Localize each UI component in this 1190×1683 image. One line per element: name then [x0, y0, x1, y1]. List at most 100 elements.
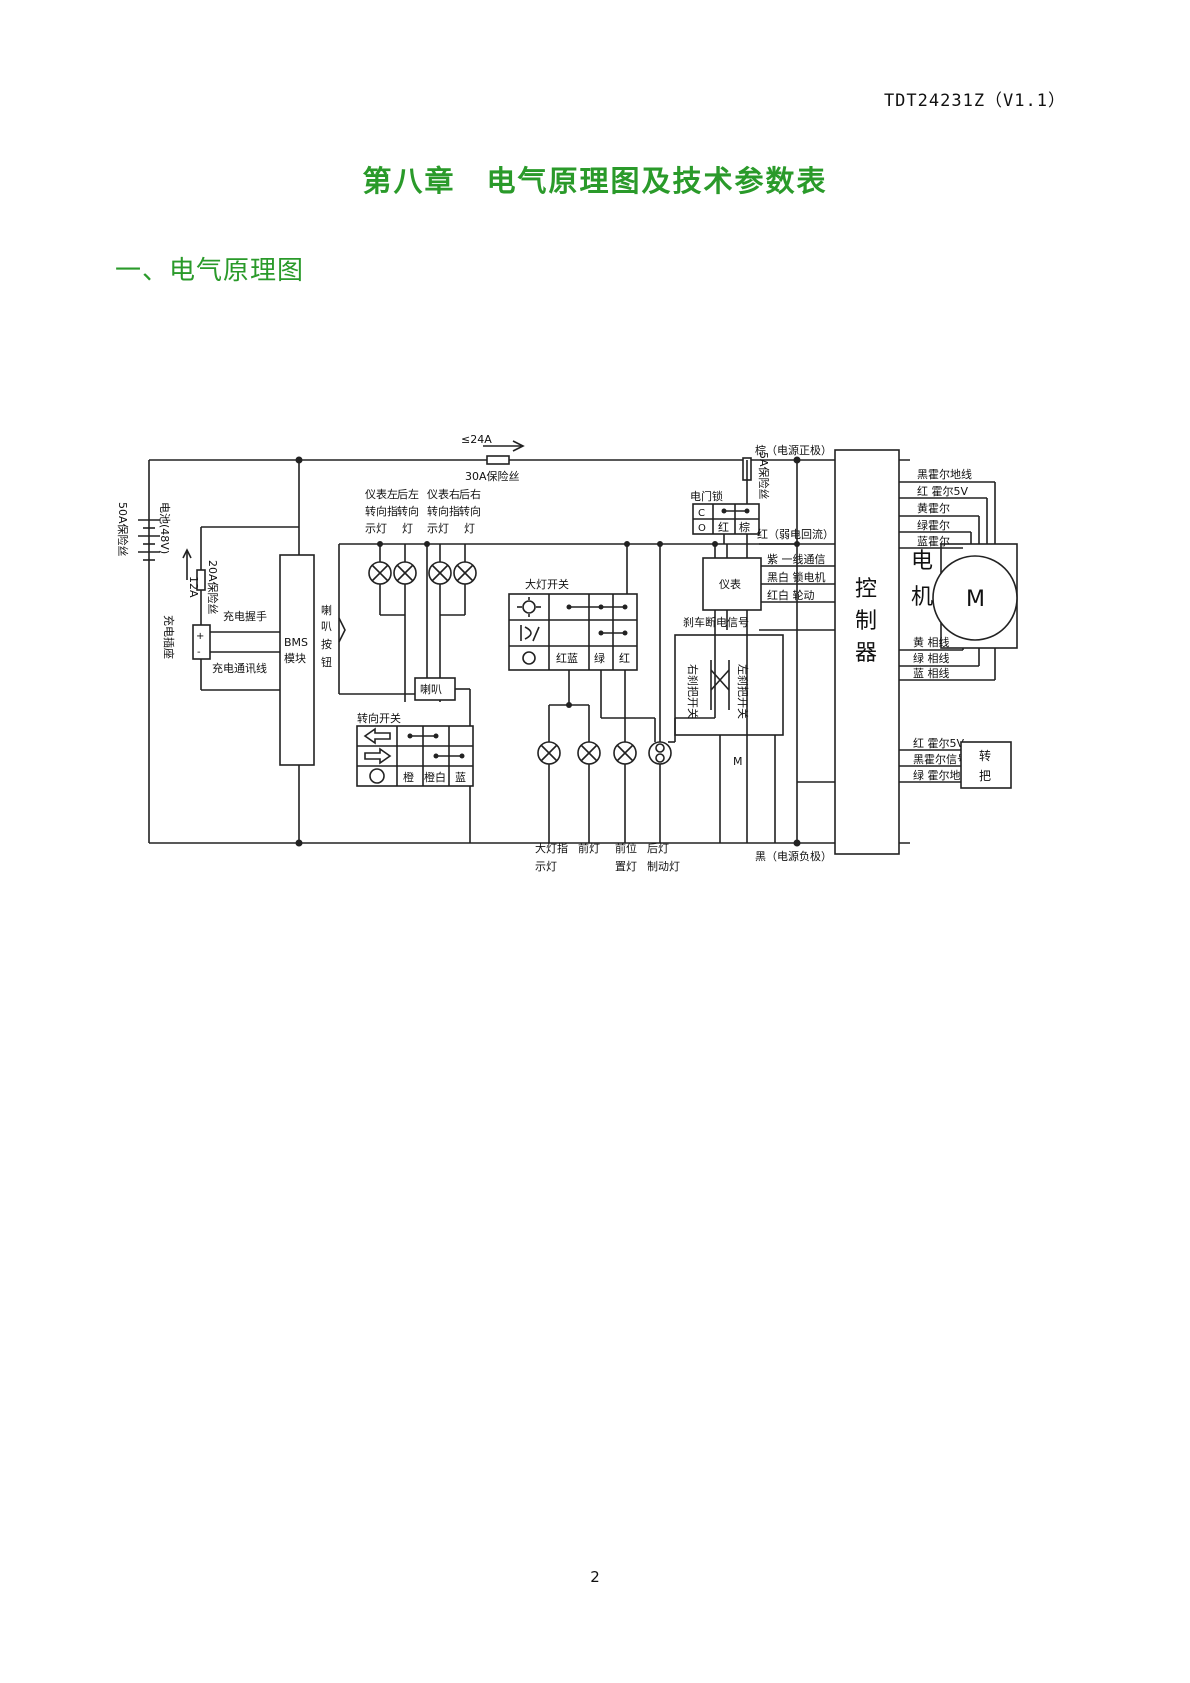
lamp-headlight [577, 741, 601, 765]
right-indicator-label-3: 示灯 [427, 522, 449, 535]
lock-c: C [698, 508, 705, 519]
lamp-left-indicator [368, 561, 392, 585]
left-arrow-icon [363, 727, 391, 745]
charge-port-label: 充电插座 [162, 615, 176, 659]
lamp-headlight-indicator [537, 741, 561, 765]
charge-handle-label: 充电握手 [223, 609, 267, 623]
horn-button-char-3: 按 [321, 637, 332, 651]
brake-m-label: M [733, 755, 743, 768]
charge-12a-label: 12A [187, 576, 200, 598]
minus-sign: - [197, 647, 201, 658]
right-indicator-label-1: 仪表右 [427, 487, 460, 501]
rear-right-label-1: 后右 [459, 487, 481, 501]
controller-char-1: 控 [855, 577, 877, 602]
throttle [960, 741, 1012, 789]
center-circle-icon [369, 768, 385, 784]
door-lock[interactable]: C O 红 棕 [692, 503, 760, 535]
controller-char-2: 制 [855, 609, 877, 634]
motor-icon [932, 555, 1018, 641]
hall-wire-2: 红 霍尔5V [917, 485, 968, 498]
turn-switch[interactable]: 橙 橙白 蓝 [356, 725, 474, 787]
throttle-wire-3: 绿 霍尔地 [913, 768, 961, 782]
meter-label: 仪表 [719, 577, 741, 591]
rear-lamp-label-1: 后灯 [647, 842, 669, 855]
position-label-1: 前位 [615, 841, 637, 855]
plus-sign: + [196, 631, 204, 642]
lamp-rear-brake [648, 741, 672, 765]
rear-lamp-label-2: 制动灯 [647, 860, 680, 873]
horn-button-char-4: 钮 [321, 655, 332, 669]
brake-signal-label: 刹车断电信号 [683, 615, 749, 629]
phase-wire-3: 蓝 相线 [913, 666, 950, 680]
hall-wire-1: 黑霍尔地线 [917, 467, 972, 481]
light-color-2: 绿 [594, 651, 605, 665]
fuse-50a-label: 50A保险丝 [116, 502, 130, 557]
headlight-label: 前灯 [578, 841, 600, 855]
rear-left-label-3: 灯 [402, 522, 413, 535]
hall-wire-4: 绿霍尔 [917, 518, 950, 532]
wire-black-label: 黑（电源负极） [755, 849, 832, 863]
rear-right-label-3: 灯 [464, 522, 475, 535]
throttle-wire-1: 红 霍尔5V [913, 737, 964, 750]
left-indicator-label-3: 示灯 [365, 522, 387, 535]
phase-wire-1: 黄 相线 [913, 635, 950, 649]
charge-comm-label: 充电通讯线 [212, 661, 267, 675]
light-switch-title: 大灯开关 [525, 577, 569, 591]
hall-wire-3: 黄霍尔 [917, 501, 950, 515]
right-indicator-label-2: 转向指 [427, 504, 460, 518]
section-title: 一、电气原理图 [115, 256, 305, 286]
lock-color-red: 红 [718, 521, 729, 534]
lock-color-brown: 棕 [739, 520, 750, 534]
rear-left-label-1: 后左 [397, 488, 419, 501]
rear-left-label-2: 转向 [397, 504, 419, 518]
hall-wire-5: 蓝霍尔 [917, 535, 950, 548]
wire-brown-label: 棕（电源正极） [755, 443, 832, 457]
lamp-front-position [613, 741, 637, 765]
bms-label-2: 模块 [284, 652, 306, 665]
document-id: TDT24231Z（V1.1） [883, 91, 1066, 111]
chapter-title: 第八章 电气原理图及技术参数表 [362, 164, 828, 198]
brake-switch-box [674, 634, 784, 736]
turn-color-3: 蓝 [455, 771, 466, 784]
door-lock-title: 电门锁 [690, 489, 723, 503]
lamp-rear-left [393, 561, 417, 585]
off-circle-icon [522, 651, 536, 665]
controller-char-3: 器 [855, 641, 877, 666]
fuse-20a-label: 20A保险丝 [206, 560, 220, 615]
turn-switch-title: 转向开关 [357, 711, 401, 725]
throttle-char-1: 转 [979, 748, 991, 763]
battery-label: 电池(48V) [158, 502, 171, 554]
meter [702, 557, 762, 611]
turn-lamps [368, 544, 477, 702]
light-color-1: 红蓝 [556, 652, 578, 665]
lamp-rear-right [453, 561, 477, 585]
light-color-3: 红 [619, 652, 630, 665]
motor-label-2: 机 [911, 585, 933, 610]
horn-label: 喇叭 [420, 682, 442, 696]
throttle-char-2: 把 [979, 769, 991, 783]
light-switch[interactable]: 红蓝 绿 红 [508, 593, 638, 671]
motor-label-1: 电 [911, 549, 933, 574]
bms-module [279, 554, 315, 766]
rear-right-label-2: 转向 [459, 504, 481, 518]
throttle-wire-2: 黑霍尔信号 [913, 753, 968, 766]
lamp-right-indicator [428, 561, 452, 585]
left-brake-switch-label: 左刹把开关 [736, 664, 750, 719]
electrical-schematic: ≤24A 30A保险丝 电池(48V) 50A保险丝 + - 20A保险丝 12… [116, 433, 1018, 873]
motor-symbol: M [966, 587, 985, 612]
position-label-2: 置灯 [615, 860, 637, 873]
headlight-indicator-label-1: 大灯指 [535, 841, 568, 855]
lock-o: O [698, 523, 706, 534]
right-arrow-icon [364, 747, 392, 765]
phase-wire-2: 绿 相线 [913, 651, 950, 665]
left-indicator-label-1: 仪表左 [365, 487, 398, 501]
fuse-5a-label: 5A保险丝 [757, 452, 771, 500]
low-beam-icon [520, 625, 540, 642]
bms-label-1: BMS [284, 636, 308, 649]
turn-color-2: 橙白 [424, 770, 446, 784]
left-indicator-label-2: 转向指 [365, 504, 398, 518]
horn-button-char-2: 叭 [321, 620, 332, 633]
fuse-30a-label: 30A保险丝 [465, 469, 520, 483]
horn-button-char-1: 喇 [321, 603, 332, 617]
controller [834, 449, 900, 855]
